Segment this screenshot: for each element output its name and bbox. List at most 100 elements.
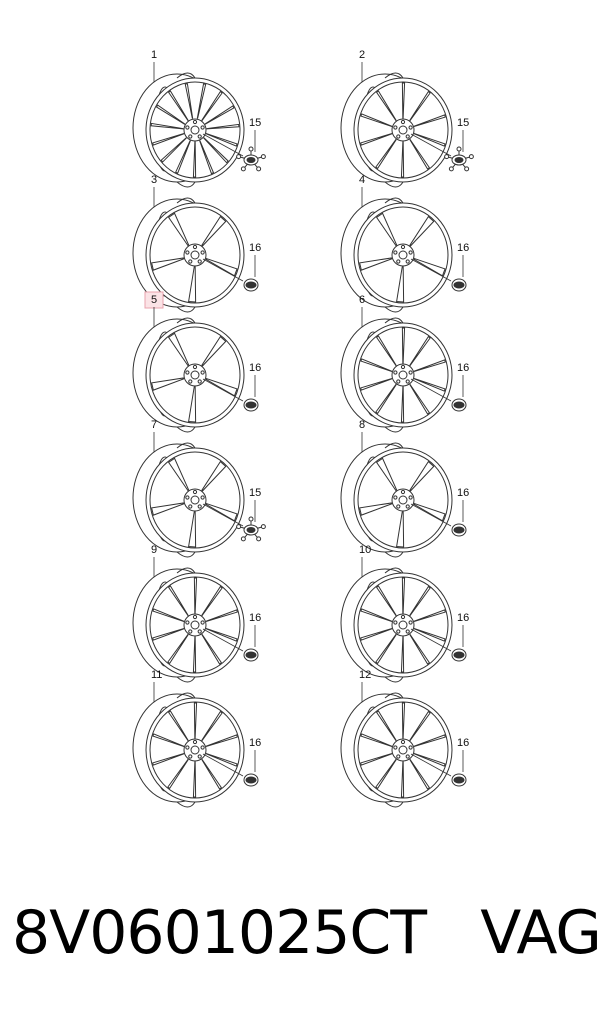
hub (183, 118, 207, 142)
spoke (201, 758, 223, 790)
rim-edge-top (176, 442, 196, 449)
spoke (413, 377, 446, 392)
center-cap-round (451, 523, 467, 537)
rim-edge-top (176, 692, 196, 699)
cap-leader (202, 628, 244, 652)
lug-nut (200, 495, 205, 500)
hub-center (190, 370, 200, 380)
rim-edge-top (176, 197, 196, 204)
spoke (188, 266, 197, 303)
callout-label: 9 (151, 544, 157, 556)
wheel-lip (149, 326, 241, 424)
wheel-lip (149, 576, 241, 674)
spoke (375, 212, 398, 247)
lug-nut (197, 259, 202, 264)
spoke (204, 105, 235, 125)
lug-nut (393, 620, 398, 625)
spoke (409, 215, 435, 247)
callout-label: 7 (151, 419, 157, 431)
lug-nut (400, 614, 406, 620)
callout-label: 2 (359, 49, 365, 61)
lug-nut (192, 244, 198, 250)
lug-nut (200, 125, 205, 130)
center-cap-round (243, 278, 259, 292)
spoke (409, 585, 431, 617)
hub (391, 738, 415, 762)
spoke (413, 627, 446, 642)
lug-nut (408, 495, 413, 500)
cap-arm-tip (240, 166, 246, 172)
lug-nut (408, 250, 413, 255)
hub (183, 363, 207, 387)
spoke (205, 752, 238, 767)
spoke (409, 90, 431, 122)
wheel-lip (149, 206, 241, 304)
spoke (155, 104, 186, 125)
rim-edge-bottom (384, 676, 404, 683)
cap-leader (202, 753, 244, 777)
wheel-10 (340, 567, 453, 683)
lug-nut (393, 125, 398, 130)
cap-leader (410, 628, 452, 652)
rim-edge-bottom (176, 801, 196, 808)
cap-arm-tip (456, 146, 462, 152)
cap-logo (246, 157, 256, 163)
wheel-lip (357, 206, 449, 304)
spoke (360, 132, 393, 146)
lug-nut (200, 745, 205, 750)
center-cap-round (451, 648, 467, 662)
spoke (360, 358, 393, 373)
wheel-lip (149, 81, 241, 179)
cap-logo (453, 401, 465, 409)
spoke (375, 633, 397, 665)
rim-edge-bottom (176, 426, 196, 433)
cap-leader (410, 133, 452, 157)
rim-edge-bottom (384, 551, 404, 558)
cap-arm-tip (464, 166, 470, 172)
cap-arm-tip (448, 166, 454, 172)
spoke (413, 734, 446, 748)
center-cap-round (451, 278, 467, 292)
spoke (152, 752, 185, 766)
spoke (201, 90, 223, 122)
lug-nut (400, 244, 406, 250)
cap-arm-tip (256, 536, 262, 542)
cap-logo (453, 526, 465, 534)
rim-edge-bottom (384, 801, 404, 808)
hub (183, 243, 207, 267)
spoke (375, 335, 397, 367)
lug-nut (197, 504, 202, 509)
wheel-lip (357, 326, 449, 424)
hub-center (398, 250, 408, 260)
lug-nut (408, 745, 413, 750)
spoke (401, 327, 406, 364)
spoke (400, 386, 405, 423)
spoke (167, 90, 189, 122)
cap-callout-label: 15 (457, 117, 469, 129)
lug-nut (408, 620, 413, 625)
hub-center (190, 495, 200, 505)
callout-label: 12 (359, 669, 371, 681)
lug-nut (185, 125, 190, 130)
lug-nut (200, 370, 205, 375)
lug-nut (188, 504, 193, 509)
rim-edge-top (384, 72, 404, 79)
spoke (160, 137, 187, 163)
rim-edge-top (384, 442, 404, 449)
spoke (413, 752, 446, 767)
hub-center (190, 125, 200, 135)
center-cap-round (451, 398, 467, 412)
hub-center (398, 745, 408, 755)
lug-nut (393, 370, 398, 375)
cap-leader (202, 378, 244, 402)
wheel-lip (149, 701, 241, 799)
spoke (205, 609, 238, 623)
lug-nut (185, 250, 190, 255)
lug-nut (185, 745, 190, 750)
center-cap-round (243, 648, 259, 662)
spoke (409, 138, 431, 170)
wheel-2 (340, 72, 453, 188)
callout-label: 3 (151, 174, 157, 186)
lug-nut (185, 370, 190, 375)
lug-nut (400, 739, 406, 745)
